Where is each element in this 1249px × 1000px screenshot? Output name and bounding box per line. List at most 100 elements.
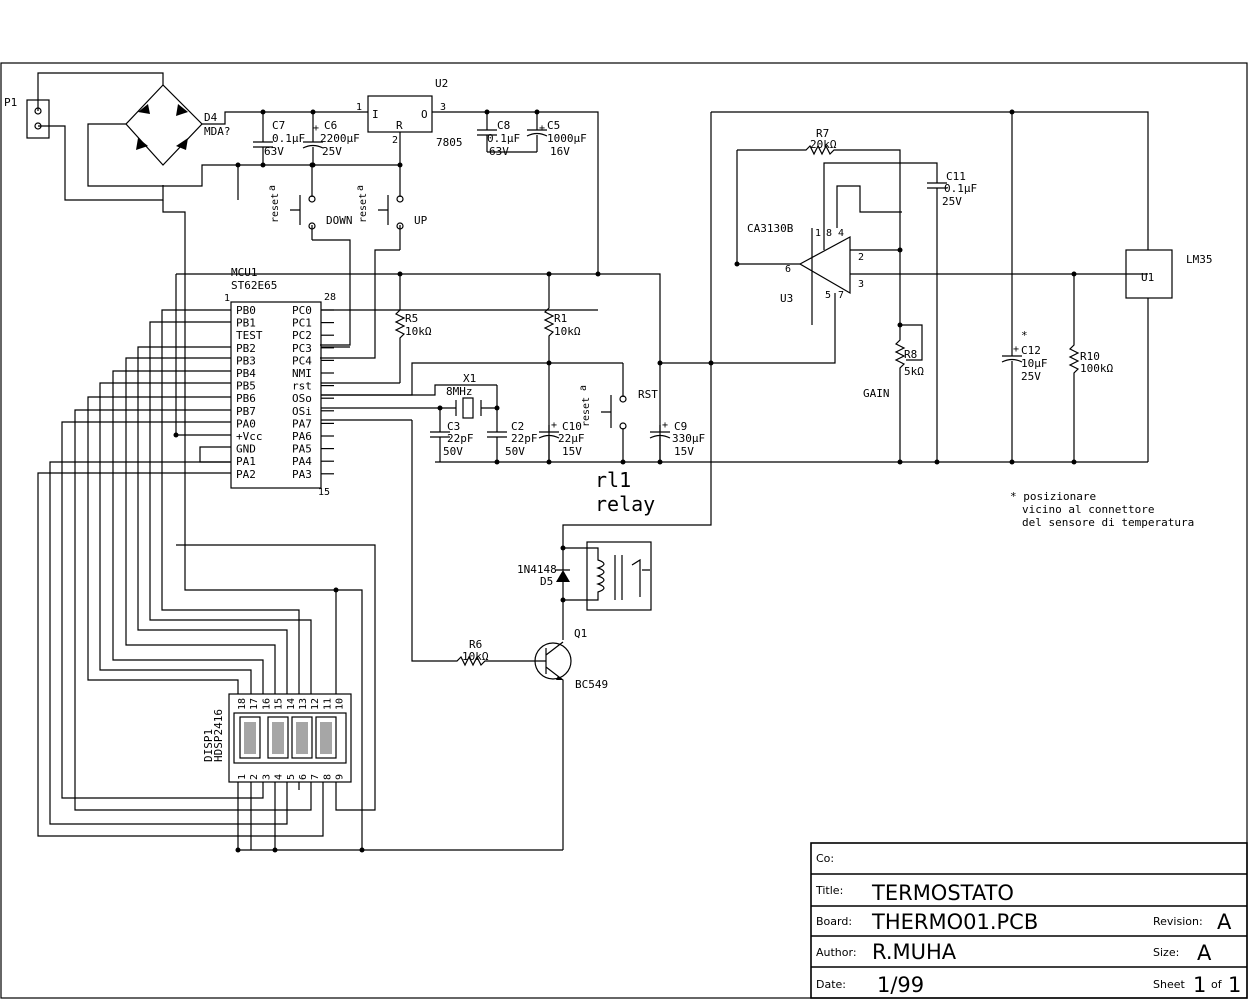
rst-label: RST: [638, 388, 658, 401]
up-label: UP: [414, 214, 428, 227]
svg-text:R: R: [396, 119, 403, 132]
date-label: Date:: [816, 978, 846, 991]
mcu-pin-label: PA2: [236, 468, 256, 481]
svg-text:I: I: [372, 108, 379, 121]
svg-text:8: 8: [826, 228, 832, 239]
svg-text:a: a: [578, 385, 589, 391]
u2-label: U2: [435, 77, 448, 90]
display-pin-number: 14: [286, 698, 297, 710]
svg-text:0.1µF: 0.1µF: [944, 182, 977, 195]
mcu-pin-label: PA1: [236, 455, 256, 468]
display-pin-number: 16: [261, 698, 272, 710]
connector-p1: P1: [4, 96, 50, 139]
svg-text:22µF: 22µF: [558, 432, 585, 445]
svg-text:22pF: 22pF: [511, 432, 538, 445]
capacitor-c12: + * C12 10µF 25V: [1001, 112, 1048, 462]
title-label: Title:: [815, 884, 843, 897]
mcu-pin-label: OSi: [292, 405, 312, 418]
svg-text:6: 6: [785, 264, 791, 275]
svg-text:1: 1: [815, 228, 821, 239]
junctions: [173, 109, 1077, 853]
svg-text:3: 3: [440, 102, 446, 113]
mcu-pin-label: PB3: [236, 354, 256, 367]
potentiometer-r8: R8 5kΩ GAIN: [863, 250, 924, 462]
c7-label: C7: [272, 119, 285, 132]
switch-down: reset a DOWN: [267, 165, 353, 240]
c7-value: 0.1µF: [272, 132, 305, 145]
regulator-u2: I R O 1 2 3 U2 7805: [356, 77, 463, 149]
svg-text:330µF: 330µF: [672, 432, 705, 445]
svg-text:R7: R7: [816, 127, 829, 140]
svg-text:U1: U1: [1141, 271, 1154, 284]
svg-text:C11: C11: [946, 170, 966, 183]
display-pin-number: 6: [298, 774, 309, 780]
c8-value: 0.1µF: [487, 132, 520, 145]
title-block: Co: Title: TERMOSTATO Board: THERMO01.PC…: [810, 842, 1248, 999]
svg-text:20kΩ: 20kΩ: [810, 138, 837, 151]
svg-text:R8: R8: [904, 348, 917, 361]
display-pin-number: 8: [322, 774, 333, 780]
mcu-pin-label: PC3: [292, 342, 312, 355]
svg-text:25V: 25V: [1021, 370, 1041, 383]
svg-text:+: +: [551, 420, 557, 431]
capacitor-c3: C3 22pF 50V: [430, 420, 474, 462]
mcu-st62e65: MCU1 ST62E65 1 28 15 PB0PB1TESTPB2PB3PB4…: [224, 266, 336, 498]
switch-rst: reset a RST: [578, 363, 658, 462]
svg-text:C12: C12: [1021, 344, 1041, 357]
svg-text:2: 2: [392, 135, 398, 146]
relay-rl1: [562, 541, 652, 611]
d4-label: D4: [204, 111, 218, 124]
display-pin-number: 18: [237, 698, 248, 710]
svg-text:10kΩ: 10kΩ: [554, 325, 581, 338]
sheet-label: Sheet: [1153, 978, 1185, 991]
svg-text:10µF: 10µF: [1021, 357, 1048, 370]
svg-text:Q1: Q1: [574, 627, 587, 640]
opamp-u3: CA3130B U3 1 8 4 2 3 6 5 7: [737, 212, 1148, 325]
mcu-pin-label: PB1: [236, 317, 256, 330]
svg-text:+: +: [662, 420, 668, 431]
svg-text:C9: C9: [674, 420, 687, 433]
resistor-r5: R5 10kΩ: [394, 274, 432, 383]
c6-value: 2200µF: [320, 132, 360, 145]
resistor-r7: R7 20kΩ: [737, 127, 901, 250]
note-line-1: * posizionare: [1010, 490, 1096, 503]
crystal-x1: X1 8MHz: [321, 372, 498, 425]
mcu-pin-label: PC0: [292, 304, 312, 317]
note-line-3: del sensore di temperatura: [1022, 516, 1194, 529]
display-pin-number: 10: [335, 698, 346, 710]
svg-text:2: 2: [858, 252, 864, 263]
mcu-pin-label: PB6: [236, 392, 256, 405]
svg-text:25V: 25V: [942, 195, 962, 208]
display-pin-number: 7: [310, 774, 321, 780]
svg-text:O: O: [421, 108, 428, 121]
svg-text:reset: reset: [358, 193, 369, 223]
mcu-pin-label: GND: [236, 443, 256, 456]
of-label: of: [1211, 978, 1223, 991]
relay-label: relay: [595, 492, 655, 516]
svg-text:10kΩ: 10kΩ: [405, 325, 432, 338]
svg-text:HDSP2416: HDSP2416: [212, 709, 225, 762]
capacitor-c8: C8 0.1µF 63V: [477, 112, 520, 158]
display-pin-number: 4: [274, 774, 285, 780]
svg-text:reset: reset: [270, 193, 281, 223]
capacitor-c2: C2 22pF 50V: [487, 420, 538, 462]
mcu-pin-label: PC1: [292, 317, 312, 330]
size-label: Size:: [1153, 946, 1179, 959]
mcu-pin-label: rst: [292, 380, 312, 393]
mcu-pin-label: PB7: [236, 405, 256, 418]
svg-text:R1: R1: [554, 312, 567, 325]
svg-text:reset: reset: [581, 397, 592, 427]
svg-text:C10: C10: [562, 420, 582, 433]
title-value: TERMOSTATO: [871, 881, 1014, 905]
c5-voltage: 16V: [550, 145, 570, 158]
svg-text:28: 28: [324, 292, 336, 303]
svg-text:a: a: [267, 185, 278, 191]
svg-text:50V: 50V: [443, 445, 463, 458]
c6-label: C6: [324, 119, 337, 132]
capacitor-c7: C7 0.1µF 63V: [253, 112, 305, 165]
svg-text:50V: 50V: [505, 445, 525, 458]
svg-text:+: +: [1013, 344, 1019, 355]
svg-text:1: 1: [224, 293, 230, 304]
sheets-value: 1: [1228, 973, 1241, 997]
mcu-part: ST62E65: [231, 279, 277, 292]
